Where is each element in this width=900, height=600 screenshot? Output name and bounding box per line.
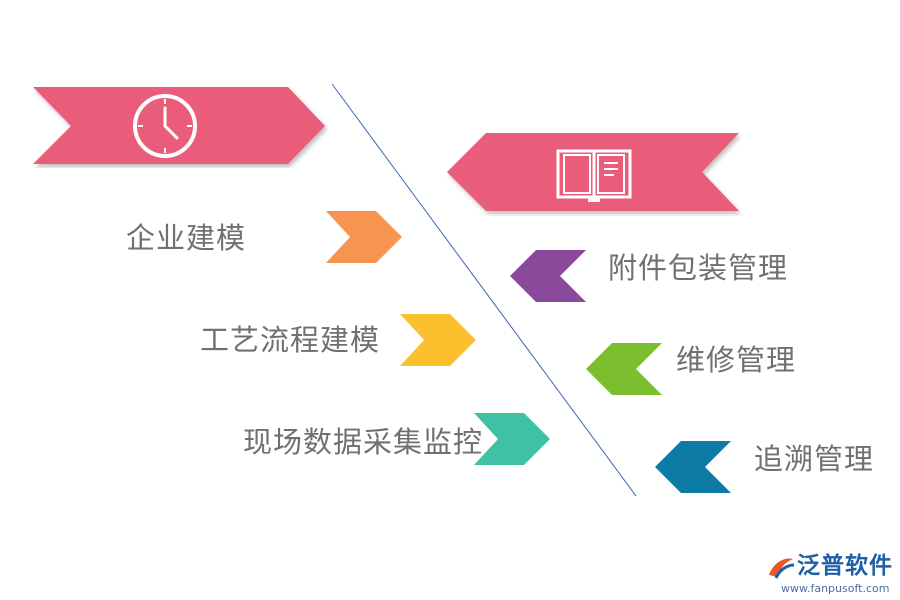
fanpu-logo-icon (766, 553, 796, 581)
left-banner (28, 84, 328, 168)
purple-chevron-icon (508, 247, 590, 305)
left-item-label-2: 工艺流程建模 (200, 323, 381, 357)
left-banner-shape (33, 87, 325, 164)
right-item-label-3: 追溯管理 (754, 442, 875, 476)
logo-text: 泛普软件 (797, 553, 893, 579)
clock-icon (131, 92, 199, 160)
right-item-label-1: 附件包装管理 (608, 251, 789, 285)
blue-chevron-icon (653, 438, 735, 496)
orange-chevron-icon (324, 208, 406, 266)
teal-chevron-icon (472, 410, 554, 468)
green-chevron-icon (584, 340, 666, 398)
right-item-label-2: 维修管理 (676, 343, 797, 377)
book-icon (554, 145, 634, 205)
left-item-label-3: 现场数据采集监控 (243, 425, 484, 459)
left-item-label-1: 企业建模 (126, 221, 247, 255)
logo-url: www.fanpusoft.com (781, 582, 890, 595)
right-banner (444, 130, 746, 216)
yellow-chevron-icon (398, 311, 480, 369)
